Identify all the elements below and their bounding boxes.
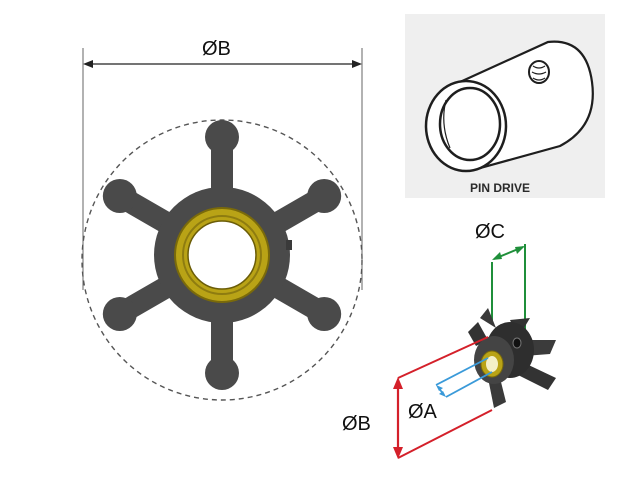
dim-arrow-left [83, 60, 93, 68]
pin-slot [286, 240, 292, 250]
pin-drive-panel: PIN DRIVE [405, 14, 605, 198]
impeller-vane-tip [205, 356, 239, 390]
top-diameter-label: ØB [202, 38, 231, 60]
diameter-a-label: ØA [408, 401, 438, 423]
bore-diameter-dimension-a: ØA [408, 357, 493, 423]
a-arrow-top [436, 385, 443, 391]
c-arrow-left [492, 252, 502, 260]
dim-arrow-right [352, 60, 362, 68]
impeller-vane-tip [307, 297, 342, 331]
sleeve-illustration [424, 40, 594, 173]
small-bore [486, 356, 498, 372]
small-pin-hole [512, 337, 522, 349]
b-extension-bottom [397, 409, 493, 459]
a-arrow-bottom [439, 391, 446, 397]
diameter-c-label: ØC [475, 221, 505, 243]
impeller-vane-tip [102, 179, 137, 213]
a-extension-top [435, 357, 489, 386]
impeller-vane-tip [307, 179, 342, 213]
impeller-side-view: ØC ØB [342, 221, 556, 459]
width-dimension-c: ØC [475, 221, 526, 336]
b-extension-top [397, 336, 489, 379]
diameter-b-label: ØB [342, 413, 371, 435]
impeller-front-view [81, 119, 363, 401]
brass-insert-inner-ring [182, 215, 262, 295]
impeller-vane-tip [205, 120, 239, 154]
b-arrow-top [393, 377, 403, 389]
impeller-vane-tip [102, 297, 137, 331]
pin-drive-label: PIN DRIVE [470, 181, 530, 195]
sleeve-bore [438, 86, 502, 162]
bore-hole [187, 220, 257, 290]
sleeve-bore-shade [443, 99, 451, 149]
c-arrow-right [515, 246, 525, 254]
outer-diameter-dimension-b: ØB [342, 336, 493, 459]
a-extension-bottom [445, 371, 493, 398]
small-impeller [468, 308, 556, 408]
pin-hole-thread [531, 65, 547, 81]
small-vane-top [480, 308, 496, 328]
b-arrow-bottom [393, 447, 403, 459]
